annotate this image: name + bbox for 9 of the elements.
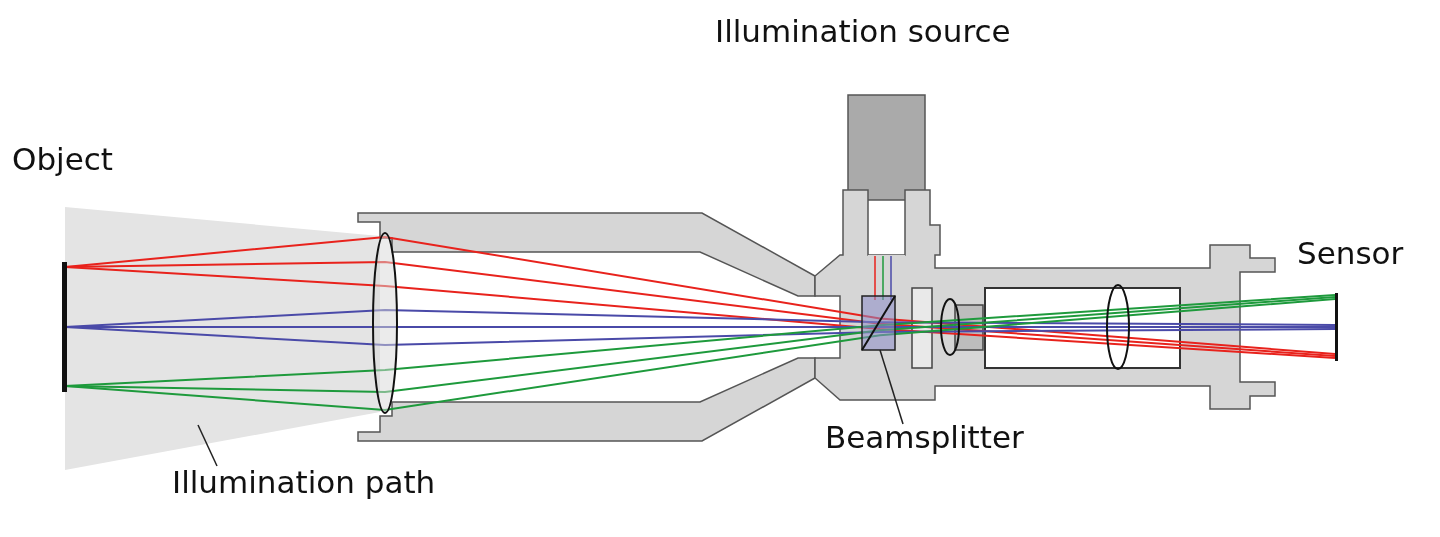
illumination-cone [65,207,380,470]
part-label: Illumination source [715,14,1011,50]
leader-line [197,424,218,467]
leader-line [879,349,904,425]
beamsplitter-cube [861,295,896,351]
part-label: Object [12,142,113,178]
part-label: Beamsplitter [825,420,1024,456]
part-label: Illumination path [172,465,436,501]
part-label: Sensor [1297,236,1404,272]
